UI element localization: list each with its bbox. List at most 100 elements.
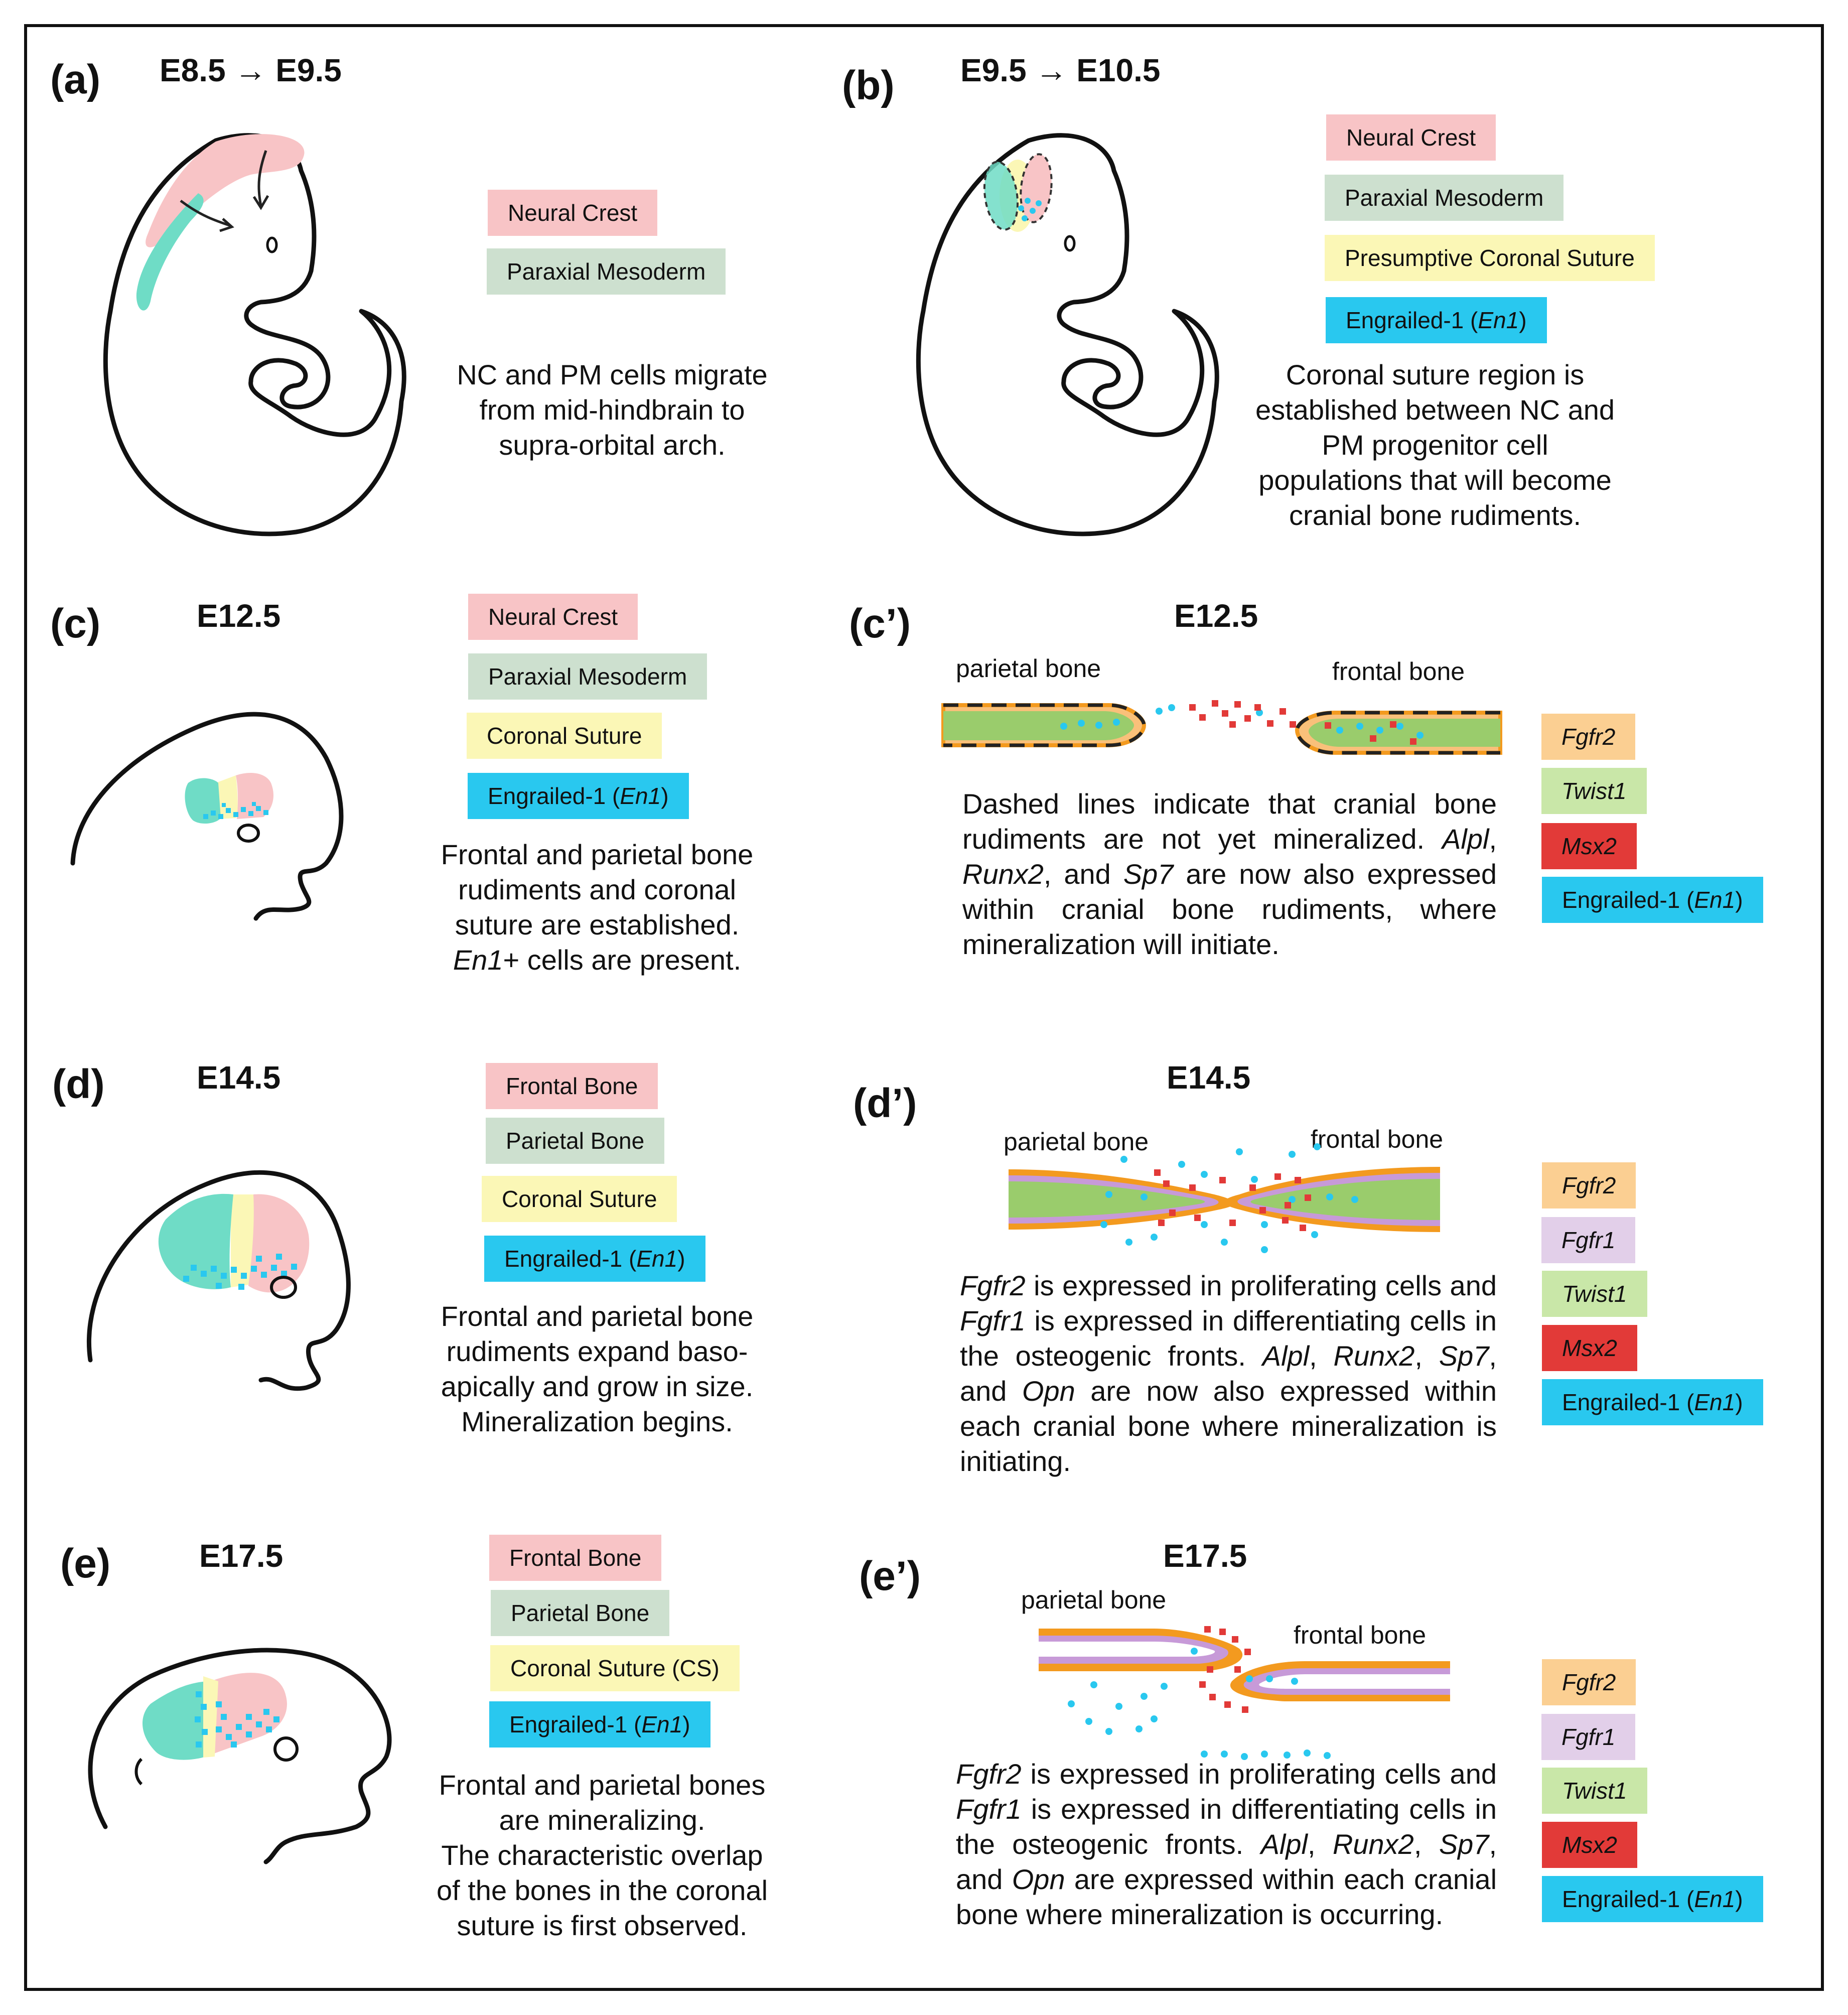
desc-c-line-3: suture are established. [455, 909, 740, 941]
legend-frontal-bone-e: Frontal Bone [489, 1535, 662, 1581]
parietal-bone-label-e2: parietal bone [1021, 1586, 1167, 1614]
en1-cells-c2 [1060, 704, 1424, 739]
panel-e-head-illustration [88, 1648, 392, 1864]
desc-e-line-5: suture is first observed. [457, 1910, 748, 1941]
legend-neural-crest-a: Neural Crest [488, 190, 658, 236]
frontal-bone-label-e2: frontal bone [1294, 1621, 1427, 1649]
desc-c-line-1: Frontal and parietal bone [441, 839, 754, 870]
panel-d-head-illustration [86, 1170, 351, 1391]
legend-en1-e: Engrailed-1 (En1) [489, 1701, 710, 1748]
eye-e [273, 1736, 299, 1762]
legend-en1-c: Engrailed-1 (En1) [468, 773, 689, 819]
panel-c2-description: Dashed lines indicate that cranial bone … [962, 788, 1497, 960]
coronal-suture-region-e [203, 1676, 218, 1758]
legend-paraxial-mesoderm-b: Paraxial Mesoderm [1325, 175, 1564, 221]
legend-presumptive-suture-b: Presumptive Coronal Suture [1325, 235, 1655, 281]
figure-border [24, 24, 1824, 1991]
legend-twist1-c2: Twist1 [1541, 768, 1647, 814]
desc-d-line-2: rudiments expand baso- [446, 1335, 748, 1367]
desc-b-line-5: cranial bone rudiments. [1289, 499, 1582, 531]
en1-cells-d2 [1100, 1143, 1358, 1253]
panel-e-stage: E17.5 [199, 1538, 283, 1574]
panel-e-label: (e) [60, 1541, 111, 1586]
frontal-bone-label-d2: frontal bone [1311, 1125, 1444, 1153]
panel-c2-suture-diagram [941, 700, 1502, 755]
parietal-bone-green-d2 [1009, 1181, 1205, 1218]
msx2-cells-c2 [1189, 700, 1416, 745]
legend-neural-crest-b: Neural Crest [1326, 114, 1496, 161]
panel-d-stage: E14.5 [197, 1059, 281, 1096]
frontal-bone-core-e2 [1259, 1674, 1450, 1689]
legend-paraxial-mesoderm-a: Paraxial Mesoderm [487, 248, 726, 295]
panel-c-description: Frontal and parietal bone rudiments and … [416, 837, 778, 978]
eye-a [266, 236, 278, 253]
parietal-dashed-outline-c2 [943, 703, 1146, 747]
desc-e-line-2: are mineralizing. [499, 1804, 705, 1836]
frontal-bone-label-c2: frontal bone [1332, 657, 1465, 686]
panel-d2-suture-diagram [1009, 1143, 1440, 1253]
coronal-suture-region-d [231, 1194, 256, 1287]
panel-b-label: (b) [842, 63, 895, 108]
frontal-bone-green-d2 [1250, 1179, 1440, 1220]
embryo-outline-a [103, 133, 406, 536]
en1-cells-e [195, 1691, 279, 1748]
en1-cells-d [183, 1254, 297, 1290]
parietal-rudiment-core-c2 [943, 711, 1134, 740]
panel-c-head-illustration [70, 712, 344, 921]
parietal-bone-region-d [158, 1193, 233, 1289]
legend-msx2-d2: Msx2 [1542, 1325, 1637, 1371]
panel-d2-label: (d’) [853, 1081, 917, 1126]
eye-d [270, 1276, 297, 1299]
parietal-bone-core-e2 [1039, 1642, 1215, 1657]
desc-c-line-2: rudiments and coronal [458, 874, 737, 905]
eye-b [1064, 235, 1076, 252]
legend-en1-d: Engrailed-1 (En1) [484, 1236, 705, 1282]
legend-en1-e2: Engrailed-1 (En1) [1542, 1876, 1763, 1922]
legend-paraxial-mesoderm-c: Paraxial Mesoderm [468, 653, 707, 700]
legend-msx2-c2: Msx2 [1541, 823, 1637, 869]
legend-en1-d2: Engrailed-1 (En1) [1542, 1379, 1763, 1425]
nc-progenitor-region-b [1020, 153, 1053, 223]
msx2-cells-e2 [1199, 1626, 1251, 1713]
panel-a-embryo-illustration [103, 133, 406, 536]
legend-frontal-bone-d: Frontal Bone [486, 1063, 658, 1109]
panel-c-label: (c) [50, 601, 101, 646]
legend-en1-c2: Engrailed-1 (En1) [1542, 877, 1763, 923]
en1-cells-b [1018, 198, 1042, 221]
panel-d2-description: Fgfr2 is expressed in proliferating cell… [960, 1270, 1497, 1477]
head-outline-e [88, 1648, 392, 1864]
en1-cells-c [203, 802, 268, 819]
legend-neural-crest-c: Neural Crest [468, 594, 638, 640]
desc-a-line-2: from mid-hindbrain to [479, 394, 745, 426]
parietal-bone-label-c2: parietal bone [956, 654, 1101, 683]
migration-arrow-1-head [219, 218, 234, 232]
legend-parietal-bone-d: Parietal Bone [486, 1118, 665, 1164]
desc-c-line-4: En1+ cells are present. [453, 944, 742, 976]
head-outline-c [70, 712, 344, 921]
legend-fgfr1-e2: Fgfr1 [1541, 1714, 1636, 1760]
panel-e-description: Frontal and parietal bones are mineraliz… [416, 1768, 788, 1943]
desc-b-line-3: PM progenitor cell [1322, 429, 1548, 461]
legend-fgfr2-c2: Fgfr2 [1541, 714, 1636, 760]
panel-c-stage: E12.5 [197, 598, 281, 634]
legend-fgfr2-d2: Fgfr2 [1542, 1162, 1636, 1208]
paraxial-mesoderm-region-a [136, 193, 204, 311]
panel-c2-label: (c’) [849, 601, 911, 646]
panel-d2-stage: E14.5 [1167, 1059, 1251, 1096]
parietal-bone-region-e [142, 1681, 211, 1760]
desc-b-line-4: populations that will become [1258, 464, 1612, 496]
legend-twist1-e2: Twist1 [1542, 1768, 1647, 1814]
paraxial-mesoderm-region-c [185, 778, 221, 824]
panel-b-stage: E9.5 → E10.5 [960, 52, 1161, 88]
migration-arrow-2 [257, 150, 267, 206]
eye-c [237, 824, 260, 843]
panel-c2-stage: E12.5 [1174, 598, 1258, 634]
legend-coronal-suture-e: Coronal Suture (CS) [490, 1645, 740, 1691]
frontal-dashed-outline-c2 [1295, 711, 1500, 755]
legend-coronal-suture-c: Coronal Suture [467, 713, 662, 759]
panel-b-description: Coronal suture region is established bet… [1239, 357, 1631, 533]
head-outline-d [86, 1170, 351, 1391]
desc-e-line-1: Frontal and parietal bones [439, 1769, 766, 1801]
embryo-outline-b [916, 133, 1219, 536]
